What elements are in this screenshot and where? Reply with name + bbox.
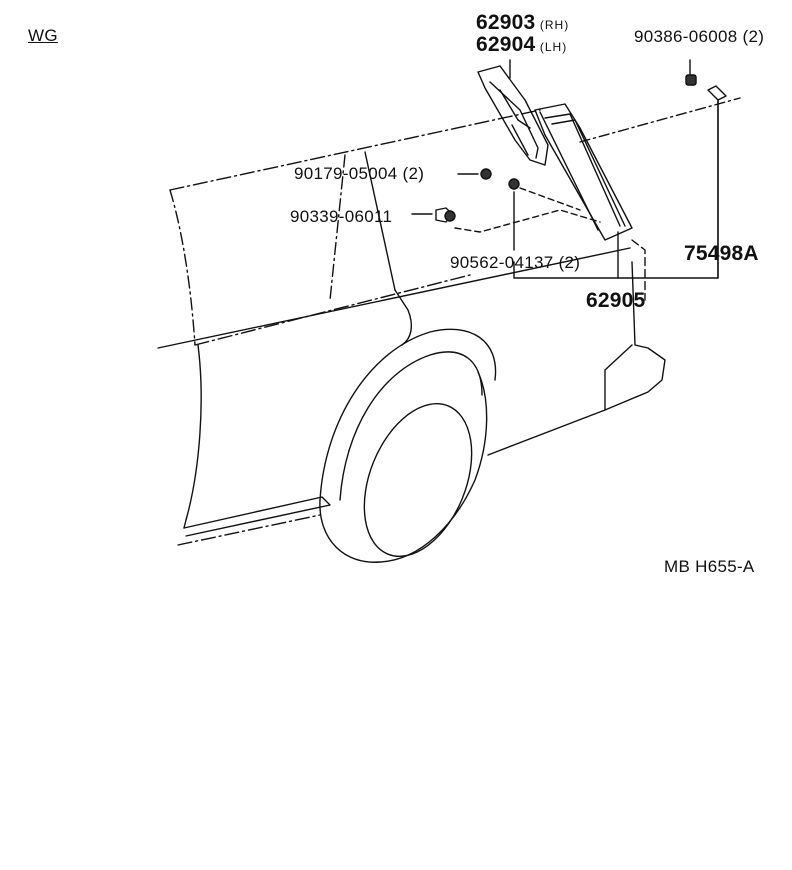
window-upper-line: [169, 109, 541, 191]
part-62903: 62903 (RH): [476, 12, 569, 33]
wheel-arch-inner: [339, 351, 483, 501]
nut-90562-icon: [508, 178, 520, 190]
rear-pillar-molding: [534, 103, 633, 241]
diagram-code: MB H655-A: [664, 557, 755, 576]
tire-outer: [319, 371, 488, 563]
door-rear-edge: [394, 289, 413, 346]
tire-hub: [363, 402, 473, 558]
clip-90386-icon: [685, 74, 697, 86]
part-62903-number: 62903: [476, 11, 536, 34]
part-90562-label: 90562-04137 (2): [450, 253, 581, 272]
part-75498-label: 75498A: [684, 242, 759, 265]
part-90179-label: 90179-05004 (2): [294, 164, 425, 183]
part-62904-suffix: (LH): [539, 40, 568, 54]
part-62904: 62904 (LH): [476, 34, 567, 55]
leader-90339-dash: [454, 209, 601, 233]
part-62903-suffix: (RH): [539, 18, 570, 32]
screw-90339-icon: [435, 207, 456, 223]
nut-90179-icon: [480, 168, 492, 180]
door-front-edge: [183, 344, 202, 529]
part-90386-label: 90386-06008 (2): [634, 27, 765, 46]
leader-90562-dash: [519, 187, 581, 211]
part-62905-label: 62905: [586, 289, 646, 312]
rocker-lower-dash: [177, 514, 321, 546]
part-62904-number: 62904: [476, 33, 536, 56]
molding-bracket: [477, 65, 549, 166]
lower-body-line: [487, 409, 606, 456]
b-pillar-line: [329, 154, 346, 301]
wheel-arch-outer: [319, 328, 497, 501]
variant-code: WG: [28, 26, 58, 45]
belt-line: [157, 247, 631, 349]
window-lower-line: [194, 274, 471, 346]
quarter-rear-edge: [604, 261, 666, 411]
part-90339-label: 90339-06011: [290, 207, 393, 226]
rocker-upper: [183, 496, 331, 537]
roof-dash-line: [579, 97, 741, 143]
c-pillar-line: [364, 151, 396, 291]
front-pillar-line: [169, 189, 196, 346]
quarter-dash-edge: [631, 239, 646, 301]
clip-75498-icon: [707, 85, 727, 101]
